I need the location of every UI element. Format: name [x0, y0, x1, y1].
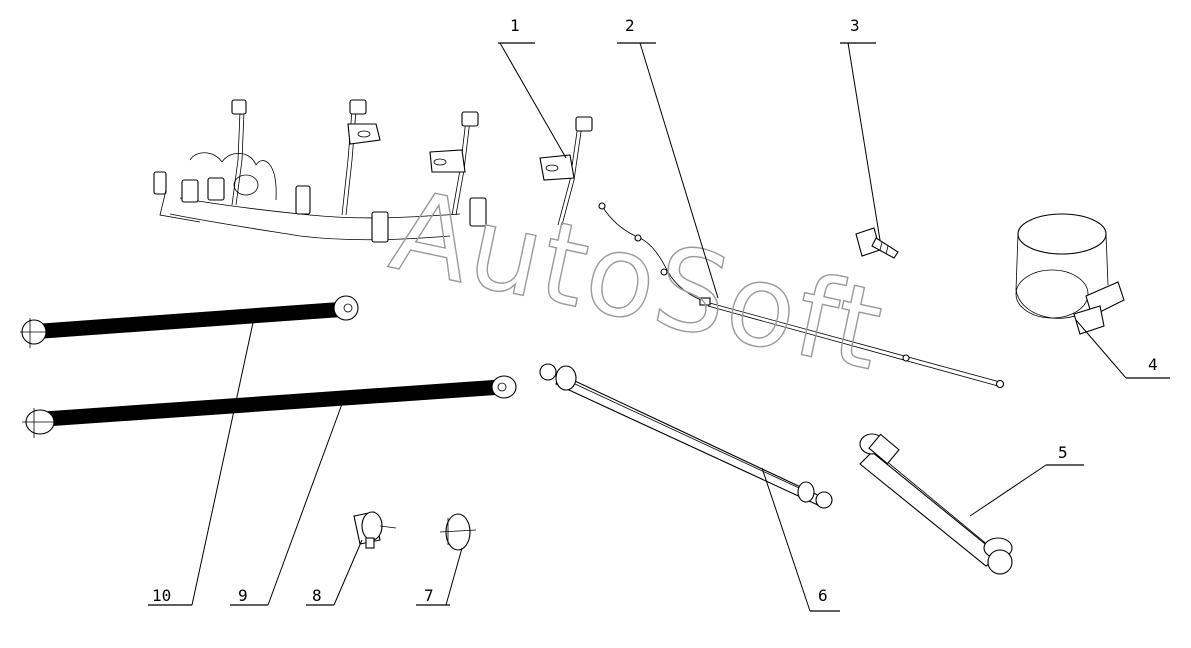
part-9-long-rod — [22, 375, 517, 438]
part-7-spacer — [439, 513, 477, 551]
callout-4: 4 — [1148, 355, 1158, 374]
callout-numbers: 1 2 3 4 5 6 7 8 9 10 — [152, 16, 1158, 605]
part-3-bolt — [855, 227, 899, 259]
part-1-wiring-harness — [153, 99, 593, 243]
callout-7: 7 — [424, 586, 434, 605]
callout-1: 1 — [510, 16, 520, 35]
part-6-long-link-rod — [539, 363, 833, 509]
callout-2: 2 — [625, 16, 635, 35]
callout-8: 8 — [312, 586, 322, 605]
callout-10: 10 — [152, 586, 171, 605]
part-4-clamp — [1015, 213, 1125, 335]
callout-6: 6 — [818, 586, 828, 605]
callout-leaders — [148, 42, 1170, 612]
watermark-text: AutoSoft — [381, 166, 894, 396]
callout-3: 3 — [850, 16, 860, 35]
part-10-rod — [20, 295, 359, 348]
part-2-sensor-cable — [598, 202, 1005, 389]
callout-5: 5 — [1058, 443, 1068, 462]
part-8-bushing — [353, 511, 397, 549]
callout-9: 9 — [238, 586, 248, 605]
part-5-short-link-rod — [859, 433, 1013, 575]
